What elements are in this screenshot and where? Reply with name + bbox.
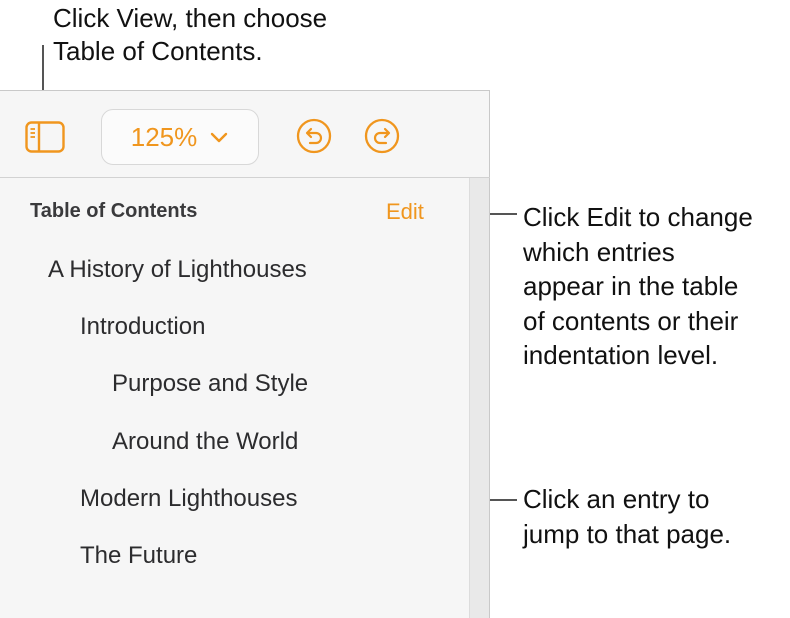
chevron-down-icon (211, 132, 228, 143)
sidebar-icon (25, 121, 65, 153)
toolbar-divider (0, 177, 490, 178)
redo-icon (364, 118, 400, 154)
toc-entry[interactable]: Modern Lighthouses (80, 485, 298, 512)
toc-entry[interactable]: Around the World (112, 428, 299, 455)
toc-entry[interactable]: Introduction (80, 313, 206, 340)
toc-entry[interactable]: Purpose and Style (112, 370, 309, 397)
toc-edit-button[interactable]: Edit (386, 199, 424, 224)
zoom-menu-button[interactable]: 125% (101, 109, 259, 165)
zoom-level: 125% (130, 121, 198, 152)
toc-heading: Table of Contents (30, 200, 198, 222)
undo-button[interactable] (296, 118, 332, 154)
callout-edit-instructions: Click Edit to change which entries appea… (523, 202, 753, 370)
toc-entry[interactable]: A History of Lighthouses (48, 256, 307, 283)
view-sidebar-button[interactable] (25, 121, 65, 153)
callout-view-instructions: Click View, then choose Table of Content… (53, 3, 328, 66)
callout-view-leader-line (42, 45, 44, 120)
undo-icon (296, 118, 332, 154)
redo-button[interactable] (364, 118, 400, 154)
callout-entry-instructions: Click an entry to jump to that page. (523, 484, 732, 549)
document-sidebar-panel (0, 90, 490, 618)
toc-entry[interactable]: The Future (80, 542, 198, 569)
vertical-scrollbar[interactable] (469, 178, 489, 618)
